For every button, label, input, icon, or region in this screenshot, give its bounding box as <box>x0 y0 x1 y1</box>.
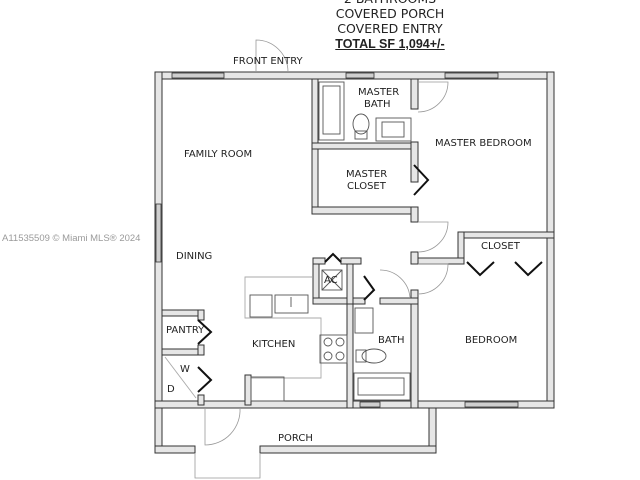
mls-watermark: A11535509 © Miami MLS® 2024 <box>2 233 141 244</box>
header-covered-entry: COVERED ENTRY <box>337 21 443 36</box>
label-master-bath-1: MASTER <box>358 87 400 98</box>
label-washer: W <box>180 364 190 375</box>
header-cut-line: 2 BATHROOMS <box>300 0 480 6</box>
label-pantry: PANTRY <box>166 325 205 336</box>
label-bedroom: BEDROOM <box>465 335 518 346</box>
label-closet: CLOSET <box>481 241 520 252</box>
label-master-closet-1: MASTER <box>346 169 388 180</box>
label-ac: AC <box>324 275 338 286</box>
header-covered-porch: COVERED PORCH <box>335 6 445 21</box>
label-dryer: D <box>167 384 175 395</box>
label-bath: BATH <box>378 335 405 346</box>
label-family-room: FAMILY ROOM <box>184 149 253 160</box>
label-front-entry: FRONT ENTRY <box>233 56 303 67</box>
label-porch: PORCH <box>278 433 313 444</box>
label-master-bath-2: BATH <box>364 99 391 110</box>
label-master-closet-2: CLOSET <box>347 181 386 192</box>
label-dining: DINING <box>176 251 213 262</box>
header-total-sf: TOTAL SF 1,094+/- <box>335 37 445 51</box>
label-kitchen: KITCHEN <box>252 339 296 350</box>
label-master-bedroom: MASTER BEDROOM <box>435 138 532 149</box>
